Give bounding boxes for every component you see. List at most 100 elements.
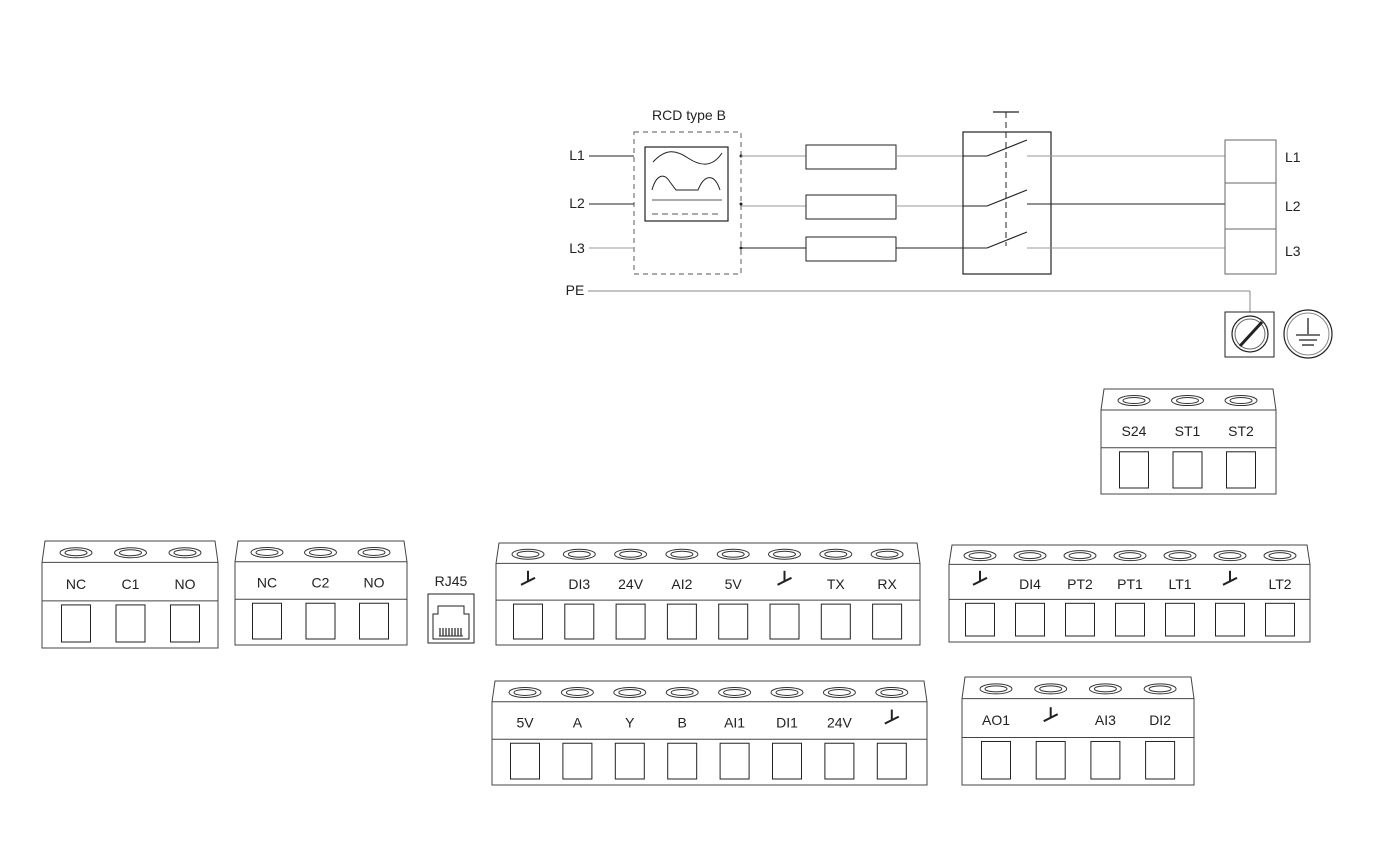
terminal-wire-slot-3	[1065, 602, 1095, 637]
output-l3-label: L3	[1285, 243, 1301, 259]
terminal-wire-slot-2	[115, 604, 146, 643]
terminal-screw-2	[1034, 683, 1068, 695]
terminal-screw-6	[770, 686, 804, 698]
terminal-screw-8	[870, 548, 904, 560]
terminal-screw-1	[1117, 395, 1151, 407]
terminal-label: LT2	[1268, 576, 1291, 592]
terminal-label: C2	[312, 575, 330, 591]
terminal-screw-3	[168, 547, 202, 559]
terminal-screw-5	[1163, 550, 1197, 562]
terminal-wire-slot-5	[1165, 602, 1195, 637]
supply-l3-label: L3	[569, 240, 585, 256]
terminal-screw-3	[614, 548, 648, 560]
terminal-wire-slot-3	[1090, 740, 1121, 780]
terminal-screw-1	[250, 546, 284, 558]
ground-symbol-icon	[1222, 570, 1238, 586]
fuse-l2	[805, 194, 897, 220]
terminal-screw-1	[979, 683, 1013, 695]
terminal-screw-2	[304, 546, 337, 558]
terminal-label: C1	[122, 576, 140, 592]
terminal-label: NO	[364, 575, 385, 591]
terminal-screw-7	[822, 686, 856, 698]
terminal-screw-4	[1113, 550, 1147, 562]
terminal-wire-slot-1	[981, 740, 1011, 780]
terminal-wire-slot-6	[769, 603, 800, 640]
terminal-label: PT2	[1067, 576, 1093, 592]
terminal-screw-1	[511, 548, 545, 560]
terminal-wire-slot-3	[1226, 451, 1256, 489]
terminal-screw-1	[59, 547, 93, 559]
terminal-screw-1	[508, 686, 542, 698]
terminal-screw-7	[1263, 550, 1297, 562]
terminal-label: PT1	[1117, 576, 1143, 592]
terminal-screw-7	[819, 548, 853, 560]
fuse-to-contactor-wires	[896, 155, 963, 249]
terminal-wire-slot-4	[666, 603, 697, 640]
terminal-block-body	[491, 680, 928, 786]
terminal-block-io-b: DI4 PT2 PT1 LT1 LT2	[948, 544, 1311, 643]
terminal-wire-slot-6	[772, 742, 802, 780]
supply-wires	[589, 155, 634, 249]
terminal-screw-4	[665, 548, 699, 560]
ground-symbol-icon	[520, 570, 536, 586]
rcd-waveform-icon	[644, 146, 729, 222]
terminal-wire-slot-1	[510, 742, 540, 780]
terminal-label: DI2	[1149, 712, 1171, 728]
main-switch	[962, 111, 1052, 275]
terminal-screw-5	[718, 686, 752, 698]
terminal-wire-slot-2	[1035, 740, 1066, 780]
terminal-wire-slot-7	[1265, 602, 1295, 637]
terminal-wire-slot-1	[965, 602, 995, 637]
earth-ground-icon	[1283, 309, 1333, 359]
output-l1-label: L1	[1285, 149, 1301, 165]
terminal-screw-6	[1213, 550, 1247, 562]
terminal-label: 5V	[516, 715, 534, 731]
terminal-screw-6	[768, 548, 801, 560]
rj45-label: RJ45	[435, 573, 468, 589]
terminal-label: ST1	[1175, 423, 1201, 439]
rcd-to-fuse-wires	[741, 155, 806, 249]
terminal-label: AI1	[724, 715, 745, 731]
terminal-screw-3	[357, 546, 391, 558]
terminal-label: S24	[1122, 423, 1147, 439]
terminal-wire-slot-1	[61, 604, 91, 643]
terminal-wire-slot-3	[359, 602, 389, 640]
terminal-wire-slot-8	[872, 603, 903, 640]
supply-pe-label: PE	[566, 282, 585, 298]
terminal-wire-slot-3	[614, 742, 645, 780]
terminal-block-body	[495, 542, 921, 646]
rj45-port: RJ45	[427, 573, 475, 644]
terminal-wire-slot-1	[252, 602, 282, 640]
terminal-screw-3	[1063, 550, 1097, 562]
terminal-screw-4	[1143, 683, 1177, 695]
terminal-wire-slot-2	[1015, 602, 1045, 637]
terminal-label: DI3	[568, 576, 590, 592]
terminal-wire-slot-4	[1145, 740, 1176, 780]
terminal-label: LT1	[1168, 576, 1191, 592]
pe-wire	[588, 290, 1251, 312]
terminal-wire-slot-7	[824, 742, 855, 780]
terminal-wire-slot-4	[667, 742, 698, 780]
terminal-label: DI4	[1019, 576, 1041, 592]
rcd-label: RCD type B	[652, 107, 726, 123]
ground-symbol-icon	[884, 709, 900, 725]
terminal-label: AI2	[671, 576, 692, 592]
output-l2-label: L2	[1285, 198, 1301, 214]
rcd-housing	[633, 131, 742, 275]
terminal-wire-slot-8	[876, 742, 907, 780]
ground-symbol-icon	[1043, 707, 1059, 723]
terminal-label: Y	[625, 715, 635, 731]
terminal-wire-slot-4	[1115, 602, 1145, 637]
supply-l1-label: L1	[569, 147, 585, 163]
terminal-screw-2	[562, 548, 596, 560]
terminal-wire-slot-1	[513, 603, 543, 640]
terminal-wire-slot-2	[1172, 451, 1203, 489]
terminal-screw-2	[1171, 395, 1204, 407]
terminal-label: 24V	[827, 715, 853, 731]
terminal-label: A	[573, 715, 583, 731]
